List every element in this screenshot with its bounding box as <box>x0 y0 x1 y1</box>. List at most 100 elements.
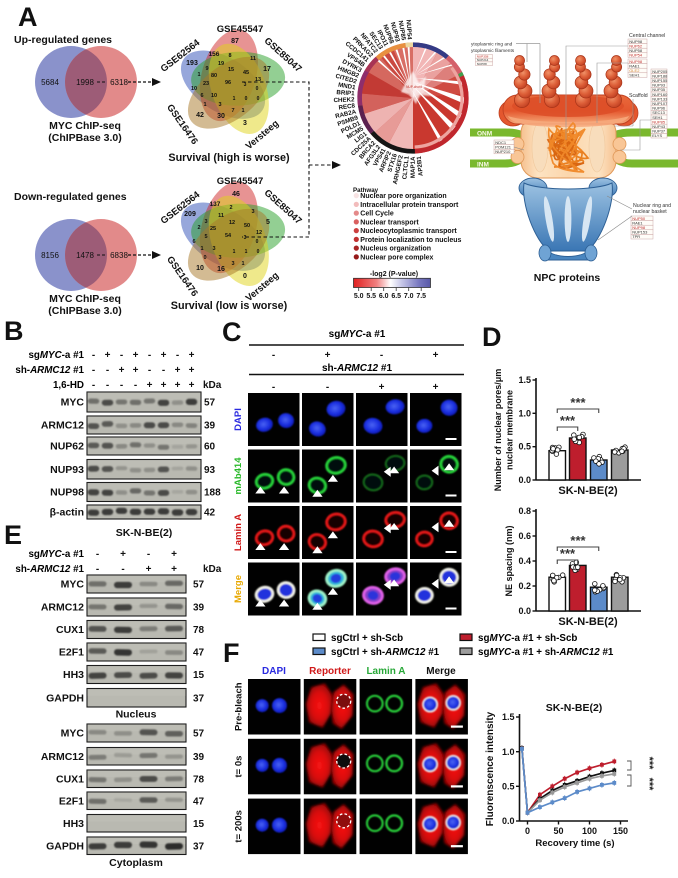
svg-text:F: F <box>223 638 240 668</box>
svg-text:3: 3 <box>244 82 247 88</box>
svg-text:+: + <box>189 365 195 376</box>
svg-text:6.5: 6.5 <box>391 293 401 300</box>
svg-text:+: + <box>433 350 439 361</box>
svg-text:RAE1: RAE1 <box>629 63 640 68</box>
svg-text:30: 30 <box>217 113 225 120</box>
svg-text:E2F1: E2F1 <box>59 795 84 807</box>
svg-text:-: - <box>162 365 165 376</box>
svg-text:NUP96: NUP96 <box>652 106 666 111</box>
svg-text:54: 54 <box>225 233 232 239</box>
svg-text:+: + <box>146 564 152 575</box>
svg-text:1.5: 1.5 <box>502 712 515 722</box>
svg-text:NUP62: NUP62 <box>629 43 643 48</box>
svg-text:E: E <box>4 520 22 550</box>
svg-text:sh-ARMC12 #1: sh-ARMC12 #1 <box>15 564 84 575</box>
svg-text:SEC13: SEC13 <box>652 110 665 115</box>
svg-text:Survival (low is worse): Survival (low is worse) <box>171 300 288 312</box>
svg-text:0: 0 <box>525 826 530 836</box>
svg-text:-: - <box>326 382 329 393</box>
svg-text:NUP205: NUP205 <box>652 69 668 74</box>
svg-text:0.8: 0.8 <box>518 506 531 516</box>
svg-text:MYC: MYC <box>61 579 85 591</box>
svg-text:NUP98: NUP98 <box>629 39 643 44</box>
svg-text:+: + <box>189 380 195 391</box>
svg-text:DAPI: DAPI <box>233 408 244 431</box>
svg-text:(ChIPBase 3.0): (ChIPBase 3.0) <box>48 132 122 144</box>
svg-text:-: - <box>176 350 179 361</box>
svg-text:0.0: 0.0 <box>518 475 531 485</box>
svg-text:Lamin A: Lamin A <box>366 666 405 677</box>
svg-text:+: + <box>325 350 331 361</box>
svg-text:MYC ChIP-seq: MYC ChIP-seq <box>49 120 121 132</box>
svg-text:BRIP1: BRIP1 <box>336 89 355 97</box>
svg-text:MYC: MYC <box>61 728 85 740</box>
svg-text:NUP153: NUP153 <box>632 230 648 235</box>
svg-text:+: + <box>171 564 177 575</box>
svg-text:t= 0s: t= 0s <box>234 756 245 778</box>
svg-text:0.0: 0.0 <box>518 606 531 616</box>
svg-text:1998: 1998 <box>76 78 94 87</box>
svg-text:Merge: Merge <box>426 666 456 677</box>
svg-text:-: - <box>106 365 109 376</box>
svg-text:150: 150 <box>613 826 628 836</box>
svg-text:3: 3 <box>218 102 221 108</box>
svg-text:3: 3 <box>212 246 215 252</box>
svg-text:1: 1 <box>241 108 244 114</box>
svg-text:100: 100 <box>582 826 597 836</box>
svg-text:7.5: 7.5 <box>416 293 426 300</box>
svg-text:Down-regulated genes: Down-regulated genes <box>14 191 127 203</box>
svg-text:1.5: 1.5 <box>518 375 531 385</box>
svg-text:ytoplasmic ring and: ytoplasmic ring and <box>471 42 513 48</box>
svg-text:10: 10 <box>196 265 204 272</box>
svg-text:CHEK2: CHEK2 <box>333 96 355 104</box>
svg-text:188: 188 <box>204 488 221 499</box>
svg-text:6318: 6318 <box>110 78 128 87</box>
svg-text:mAb414: mAb414 <box>233 457 244 495</box>
svg-text:+: + <box>161 350 167 361</box>
svg-text:7.0: 7.0 <box>404 293 414 300</box>
svg-text:2: 2 <box>229 205 232 211</box>
svg-text:1: 1 <box>233 249 236 255</box>
svg-text:+: + <box>119 365 125 376</box>
svg-text:Fluorenscence intensity: Fluorenscence intensity <box>485 711 496 826</box>
svg-text:0: 0 <box>203 255 206 261</box>
svg-text:5.0: 5.0 <box>354 293 364 300</box>
svg-text:+: + <box>133 350 139 361</box>
svg-text:NUP214: NUP214 <box>477 58 489 62</box>
svg-text:57: 57 <box>204 398 216 409</box>
svg-text:MYC ChIP-seq: MYC ChIP-seq <box>49 293 121 305</box>
svg-text:23: 23 <box>203 81 209 87</box>
svg-text:NUP188: NUP188 <box>652 73 668 78</box>
svg-text:42: 42 <box>196 112 204 119</box>
svg-text:Reporter: Reporter <box>309 666 351 677</box>
svg-text:8: 8 <box>228 53 231 59</box>
svg-text:50: 50 <box>553 826 563 836</box>
svg-text:NUP62: NUP62 <box>50 441 84 453</box>
svg-text:+: + <box>147 380 153 391</box>
svg-text:ARMC12: ARMC12 <box>41 751 84 763</box>
svg-text:39: 39 <box>193 752 205 763</box>
svg-text:1: 1 <box>197 72 200 78</box>
svg-text:NUP93: NUP93 <box>652 83 666 88</box>
svg-text:16: 16 <box>217 266 225 273</box>
svg-text:sgMYC-a #1: sgMYC-a #1 <box>28 350 84 361</box>
svg-text:+: + <box>120 549 126 560</box>
svg-text:5: 5 <box>266 219 270 226</box>
svg-text:+: + <box>105 350 111 361</box>
svg-text:NUP358: NUP358 <box>477 54 489 58</box>
svg-text:209: 209 <box>184 211 196 218</box>
svg-text:C: C <box>222 317 242 347</box>
svg-text:8156: 8156 <box>41 251 59 260</box>
svg-text:kDa: kDa <box>203 564 222 575</box>
svg-text:NE spacing (nm): NE spacing (nm) <box>504 525 514 596</box>
svg-text:SK-N-BE(2): SK-N-BE(2) <box>558 485 618 497</box>
svg-text:0: 0 <box>245 96 248 102</box>
svg-text:sgMYC-a #1 + sh-Scb: sgMYC-a #1 + sh-Scb <box>478 633 577 644</box>
svg-text:45: 45 <box>243 70 249 76</box>
svg-text:-: - <box>92 350 95 361</box>
svg-text:REC8: REC8 <box>338 102 356 111</box>
svg-text:+: + <box>433 382 439 393</box>
svg-text:6: 6 <box>200 93 203 99</box>
svg-text:3: 3 <box>231 261 234 267</box>
svg-text:sh-ARMC12 #1: sh-ARMC12 #1 <box>322 363 392 374</box>
